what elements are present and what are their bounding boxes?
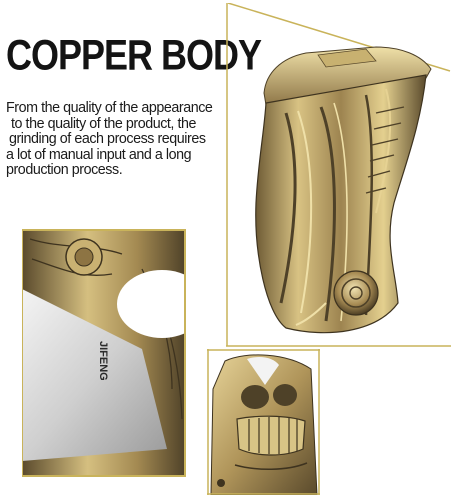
blade-engraving: JIFENG: [97, 341, 109, 381]
description-line: From the quality of the appearance: [6, 100, 213, 116]
lighter-body-photo: [226, 3, 451, 348]
description-line: a lot of manual input and a long: [6, 146, 192, 163]
blade-closeup-photo: JIFENG: [22, 229, 186, 477]
blade-illustration: JIFENG: [22, 229, 186, 477]
skull-illustration: [207, 349, 320, 495]
description-line: grinding of each process requires: [9, 131, 206, 147]
description-line: production process.: [6, 162, 123, 178]
lighter-illustration: [226, 3, 451, 347]
description-text: From the quality of the appearance to th…: [6, 100, 214, 179]
description-line: to the quality of the product, the: [11, 115, 196, 132]
headline: COPPER BODY: [6, 30, 262, 79]
skull-detail-photo: [207, 349, 320, 495]
